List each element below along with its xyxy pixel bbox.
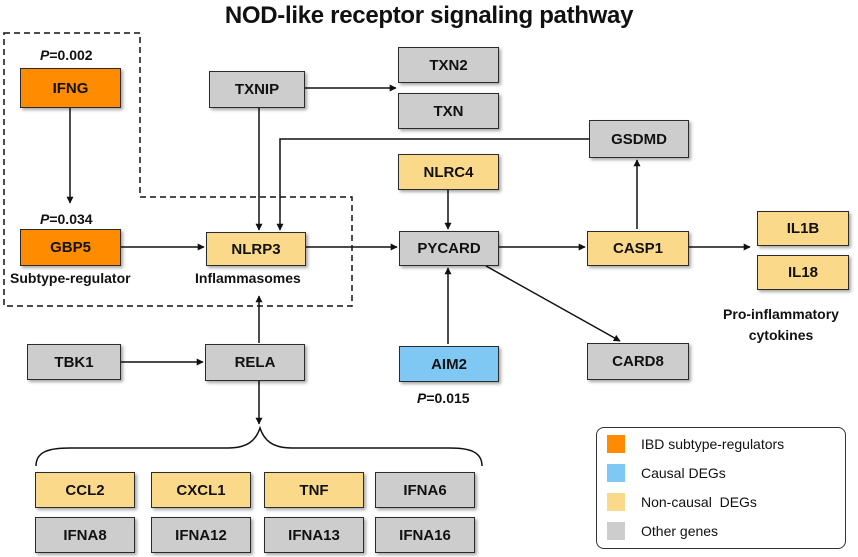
legend-swatch-yellow [607, 493, 625, 511]
gene-node-tbk1: TBK1 [27, 344, 121, 380]
cytokines-label: cytokines [748, 327, 814, 343]
gene-node-tnf: TNF [264, 472, 364, 508]
legend-swatch-blue [607, 464, 625, 482]
pro-inflammatory-label: Pro-inflammatory [723, 306, 839, 322]
subtype-regulator-label: Subtype-regulator [10, 270, 131, 286]
gene-node-card8: CARD8 [587, 343, 689, 380]
gene-node-rela: RELA [205, 344, 305, 381]
legend-item-other-genes: Other genes [607, 521, 718, 541]
gene-node-nlrc4: NLRC4 [398, 154, 499, 190]
gene-node-il1b: IL1B [757, 211, 849, 246]
gene-node-gbp5: GBP5 [20, 229, 121, 266]
subtype-regulator-region-border [3, 32, 353, 307]
gene-node-txn: TXN [398, 93, 499, 129]
legend-swatch-orange [607, 435, 625, 453]
gene-node-ifna13: IFNA13 [264, 517, 364, 553]
gene-node-il18: IL18 [757, 255, 849, 290]
gene-node-ifna12: IFNA12 [151, 517, 251, 553]
gene-node-ifna16: IFNA16 [375, 517, 475, 553]
gene-node-ifna8: IFNA8 [35, 517, 135, 553]
gene-node-gsdmd: GSDMD [589, 120, 689, 158]
target-genes-brace [35, 425, 483, 467]
legend: IBD subtype-regulators Causal DEGs Non-c… [596, 427, 846, 549]
aim2-pvalue: P=0.015 [417, 390, 470, 406]
gene-node-ifna6: IFNA6 [375, 472, 475, 508]
gene-node-aim2: AIM2 [399, 346, 499, 382]
gene-node-ifng: IFNG [20, 68, 121, 108]
gene-node-casp1: CASP1 [587, 231, 689, 266]
arrow-pycard-card8 [485, 265, 621, 342]
legend-swatch-gray [607, 522, 625, 540]
gene-node-txnip: TXNIP [209, 71, 305, 108]
gene-node-ccl2: CCL2 [35, 472, 135, 508]
gene-node-cxcl1: CXCL1 [151, 472, 251, 508]
inflammasomes-label: Inflammasomes [195, 270, 301, 286]
gene-node-nlrp3: NLRP3 [206, 232, 306, 266]
diagram-title: NOD-like receptor signaling pathway [224, 2, 634, 29]
gene-node-txn2: TXN2 [398, 47, 499, 83]
arrow-gsdmd-nlrp3 [276, 138, 589, 231]
gene-node-pycard: PYCARD [399, 231, 499, 266]
legend-item-subtype-regulators: IBD subtype-regulators [607, 434, 784, 454]
ifng-pvalue: P=0.002 [40, 47, 93, 63]
legend-item-causal-degs: Causal DEGs [607, 463, 726, 483]
gbp5-pvalue: P=0.034 [40, 211, 93, 227]
legend-item-non-causal-degs: Non-causal DEGs [607, 492, 757, 512]
